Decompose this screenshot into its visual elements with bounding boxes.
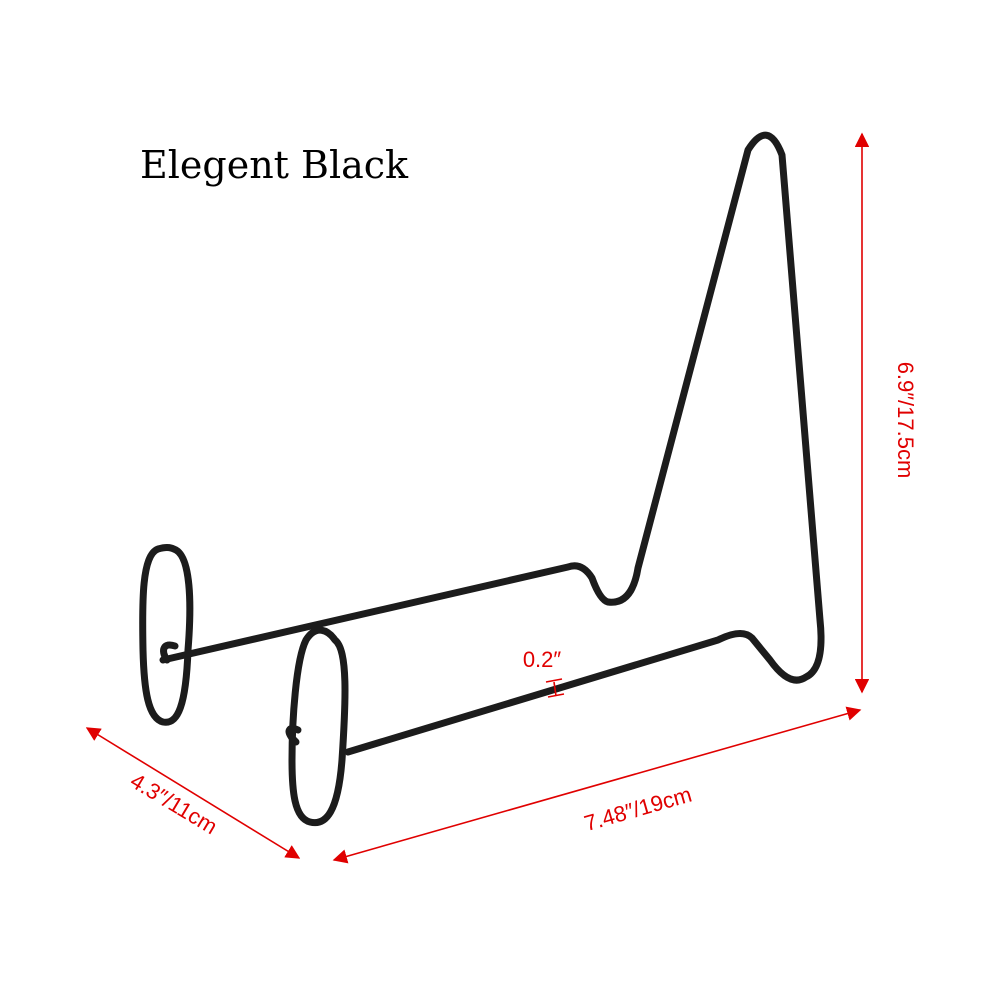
rear-loop-foot [139,543,194,726]
height-label: 6.9″/17.5cm [893,362,918,479]
width-label: 7.48″/19cm [581,782,694,836]
product-title: Elegent Black [140,143,409,187]
wire-thickness-marker [545,678,565,698]
front-loop-hook [285,724,302,746]
rear-loop-hook [160,641,179,664]
dimension-lines [85,132,870,864]
wire-stand [139,131,825,827]
front-loop-foot [288,626,349,827]
width-dimension-line [332,706,862,864]
rear-base-bar [159,562,612,664]
depth-dimension-line [85,727,301,859]
back-leg [344,131,825,756]
depth-label: 4.3″/11cm [126,768,222,839]
wire-thickness-label: 0.2″ [523,647,562,672]
